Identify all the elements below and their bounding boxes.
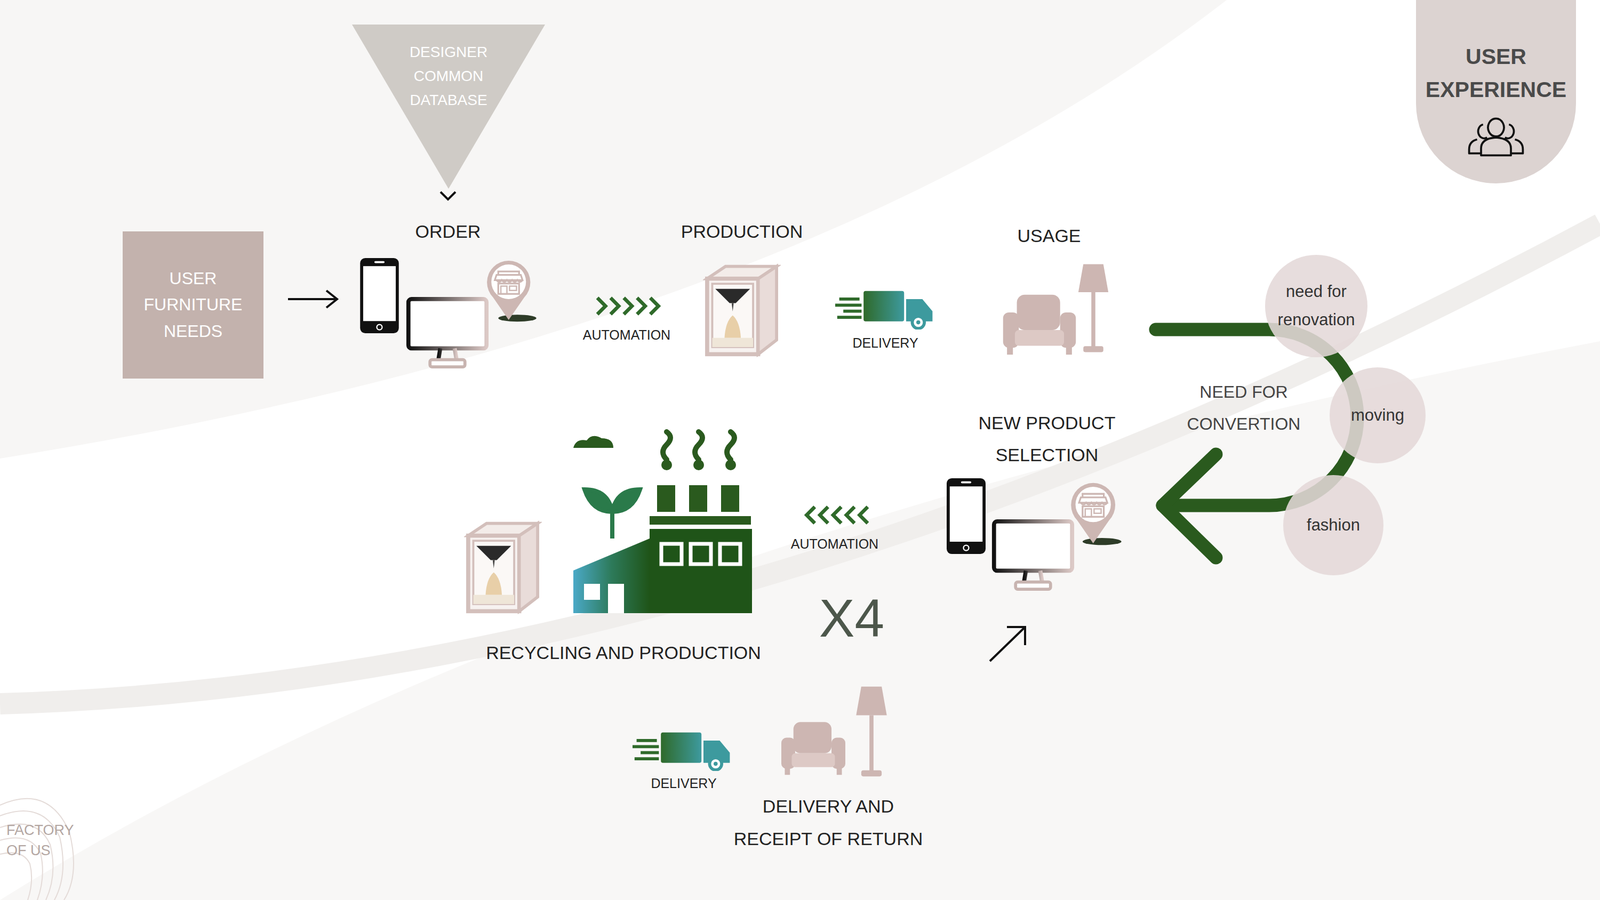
flow-label: DELIVERY bbox=[852, 334, 918, 351]
node-text: moving bbox=[1334, 403, 1421, 429]
flow-label: DELIVERY AND RECEIPT OF RETURN bbox=[726, 790, 930, 856]
database-triangle: DESIGNER COMMON DATABASE bbox=[352, 24, 546, 189]
node-text: fashion bbox=[1289, 513, 1378, 539]
needs-box: USER FURNITURE NEEDS bbox=[122, 231, 264, 379]
flow-label: AUTOMATION bbox=[790, 536, 879, 552]
flow-label: ORDER bbox=[415, 220, 482, 243]
people-icon bbox=[1466, 113, 1526, 159]
reason-circle: moving bbox=[1329, 367, 1426, 464]
flow-label: DELIVERY bbox=[650, 775, 717, 792]
flow-label: USAGE bbox=[1017, 225, 1081, 247]
node-outline bbox=[1265, 254, 1368, 358]
reason-circle: fashion bbox=[1283, 475, 1384, 576]
experience-tab: USER EXPERIENCE bbox=[1416, 0, 1576, 184]
flow-label: PRODUCTION bbox=[681, 220, 804, 243]
node-text: USER FURNITURE NEEDS bbox=[129, 265, 258, 346]
node-text: USER EXPERIENCE bbox=[1418, 40, 1574, 107]
watermark: FACTORY OF US bbox=[6, 820, 87, 861]
flow-label: RECYCLING AND PRODUCTION bbox=[485, 642, 762, 664]
node-text: need for renovation bbox=[1270, 277, 1362, 334]
flow-label: NEED FOR CONVERTION bbox=[1177, 376, 1311, 440]
reason-circle: need for renovation bbox=[1265, 254, 1368, 358]
flow-label: AUTOMATION bbox=[582, 326, 671, 343]
flow-label: X4 bbox=[819, 586, 885, 651]
flow-label: NEW PRODUCT SELECTION bbox=[966, 406, 1127, 471]
node-text: DESIGNER COMMON DATABASE bbox=[389, 40, 508, 112]
